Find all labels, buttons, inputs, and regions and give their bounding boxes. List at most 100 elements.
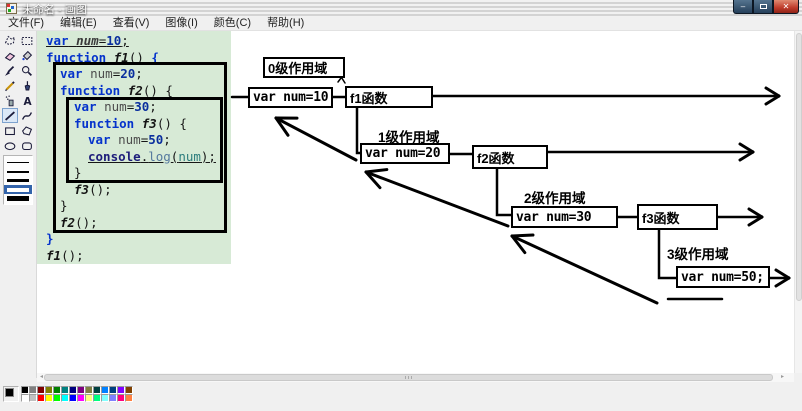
tool-line-button[interactable] (2, 108, 18, 123)
line-width-option-4[interactable] (4, 185, 32, 194)
svg-text:A: A (24, 95, 33, 107)
tool-polygon-button[interactable] (19, 123, 35, 138)
color-swatch[interactable] (85, 394, 93, 402)
color-swatch[interactable] (69, 394, 77, 402)
line-icon (3, 109, 17, 123)
tool-pencil-button[interactable] (2, 78, 18, 93)
diagram-scope2-label: 2级作用域 (524, 191, 586, 206)
line-width-option-5[interactable] (4, 194, 32, 203)
color-swatch[interactable] (77, 394, 85, 402)
menu-item-5[interactable]: 帮助(H) (267, 17, 305, 29)
color-swatch[interactable] (117, 386, 125, 394)
tool-rectangle-button[interactable] (2, 123, 18, 138)
horizontal-scrollbar-thumb[interactable] (44, 374, 773, 381)
diagram-scope0-box: 0级作用域 (263, 57, 345, 78)
text-icon: A (20, 94, 34, 108)
color-swatch[interactable] (53, 394, 61, 402)
tool-magnifier-button[interactable] (19, 63, 35, 78)
color-swatch[interactable] (101, 394, 109, 402)
window-title: 未命名 - 画图 (22, 3, 87, 16)
code-line: } (46, 231, 54, 246)
color-swatch[interactable] (101, 386, 109, 394)
menu-item-4[interactable]: 颜色(C) (213, 17, 252, 29)
maximize-icon (759, 4, 767, 9)
color-swatch[interactable] (21, 386, 29, 394)
polygon-icon (20, 124, 34, 138)
rectangle-icon (3, 124, 17, 138)
app-icon (6, 3, 17, 14)
tool-eraser-button[interactable] (2, 48, 18, 63)
code-line: var num=20; (60, 66, 143, 81)
menu-item-0[interactable]: 文件(F) (8, 17, 45, 29)
menu-item-3[interactable]: 图像(I) (165, 17, 198, 29)
color-swatch[interactable] (61, 386, 69, 394)
tool-text-button[interactable]: A (19, 93, 35, 108)
tool-color-picker-button[interactable] (2, 63, 18, 78)
scroll-right-icon[interactable]: ▸ (780, 374, 784, 380)
minimize-button[interactable]: – (733, 0, 753, 14)
diagram-scope3-label: 3级作用域 (667, 247, 729, 262)
line-width-option-3[interactable] (4, 176, 32, 185)
color-swatch[interactable] (117, 394, 125, 402)
current-colors-indicator (3, 386, 19, 402)
title-bar[interactable]: 未命名 - 画图 – ✕ (0, 0, 802, 17)
menu-item-2[interactable]: 查看(V) (112, 17, 150, 29)
code-line: } (60, 198, 68, 213)
tool-box: A (0, 31, 37, 378)
menu-item-1[interactable]: 编辑(E) (60, 17, 97, 29)
color-swatch[interactable] (61, 394, 69, 402)
vertical-scrollbar-thumb[interactable] (796, 33, 802, 301)
tool-fill-button[interactable] (19, 48, 35, 63)
rect-select-icon (20, 34, 34, 48)
color-swatch[interactable] (69, 386, 77, 394)
fill-icon (20, 49, 34, 63)
diagram-scope1-label: 1级作用域 (378, 130, 440, 145)
code-line: var num=10; (46, 33, 129, 48)
code-scope-frame-1 (53, 62, 227, 233)
color-swatch[interactable] (109, 386, 117, 394)
color-swatch[interactable] (37, 386, 45, 394)
tool-ellipse-button[interactable] (2, 138, 18, 153)
color-swatch[interactable] (21, 394, 29, 402)
color-swatch[interactable] (93, 386, 101, 394)
tool-free-form-select-button[interactable] (2, 33, 18, 48)
line-width-sample (7, 187, 29, 192)
color-swatch[interactable] (77, 386, 85, 394)
code-line: console.log(num); (88, 148, 216, 164)
color-swatch[interactable] (45, 386, 53, 394)
color-swatch[interactable] (125, 394, 133, 402)
color-swatch[interactable] (29, 394, 37, 402)
diagram-num20-box: var num=20 (360, 143, 450, 164)
rounded-rectangle-icon (20, 139, 34, 153)
line-width-sample (7, 196, 29, 201)
color-swatch[interactable] (29, 386, 37, 394)
color-swatch[interactable] (93, 394, 101, 402)
curve-icon (20, 109, 34, 123)
code-line: var num=30; (74, 99, 157, 114)
tool-curve-button[interactable] (19, 108, 35, 123)
line-width-option-2[interactable] (4, 167, 32, 176)
diagram-num30-box: var num=30 (511, 206, 618, 228)
line-width-option-1[interactable] (4, 158, 32, 167)
horizontal-scrollbar[interactable]: ◂ ▸ (37, 373, 794, 382)
pencil-icon (3, 79, 17, 93)
line-width-options (3, 155, 33, 205)
close-button[interactable]: ✕ (773, 0, 799, 14)
tool-rounded-rectangle-button[interactable] (19, 138, 35, 153)
code-line: function f1() { (46, 49, 159, 65)
vertical-scrollbar[interactable] (794, 31, 802, 373)
color-swatch[interactable] (125, 386, 133, 394)
maximize-button[interactable] (753, 0, 773, 14)
color-swatch[interactable] (85, 386, 93, 394)
tool-brush-button[interactable] (19, 78, 35, 93)
color-swatch[interactable] (53, 386, 61, 394)
color-swatch[interactable] (109, 394, 117, 402)
color-swatch[interactable] (45, 394, 53, 402)
code-snippet: var num=10;function f1() {var num=20; fun… (46, 33, 231, 264)
color-picker-icon (3, 64, 17, 78)
scroll-left-icon[interactable]: ◂ (39, 374, 43, 380)
color-swatch[interactable] (37, 394, 45, 402)
tool-rect-select-button[interactable] (19, 33, 35, 48)
tool-airbrush-button[interactable] (2, 93, 18, 108)
code-line: function f3() { (74, 115, 187, 131)
